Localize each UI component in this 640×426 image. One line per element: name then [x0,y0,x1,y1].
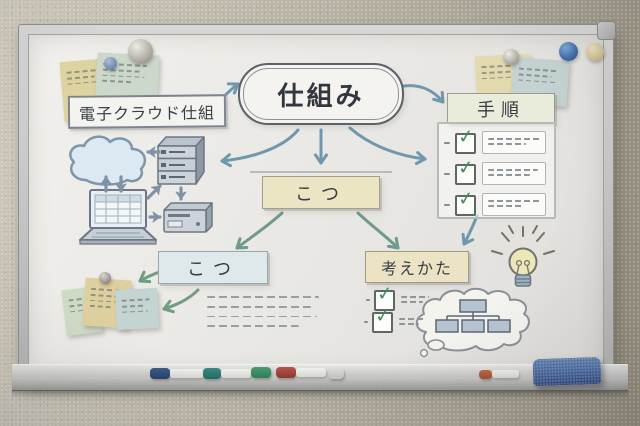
checklist-item: ✓ [443,125,553,156]
node-tip-lower-label: こつ [187,258,239,280]
scribble-text [399,293,429,303]
frame-corner-cap [597,21,616,40]
scribble-text [482,193,546,216]
node-cloud-system: 電子クラウド仕組 [67,94,227,129]
node-procedure: 手順 [447,93,555,124]
marker [203,368,221,379]
checklist-item: ✓ [443,187,553,218]
node-thinking: 考えかた [365,251,469,283]
thinking-check-item: ✓ [364,304,454,335]
bullet-dash [364,321,368,324]
scribble-text [397,315,427,325]
marker-body [170,369,204,378]
bullet-dash [444,142,450,145]
bullet-dash [444,204,450,207]
magnet [559,42,578,61]
scribble-text [482,162,546,185]
magnet [128,39,153,64]
magnet [104,57,117,70]
thinking-check-item: ✓ [366,282,456,313]
checkmark: ✓ [375,282,395,306]
magnet [503,49,519,65]
node-cloud-system-label: 電子クラウド仕組 [78,102,216,124]
tray-shadow [12,390,628,398]
eraser [532,356,602,387]
checklist-item: ✓ [443,156,553,187]
checkmark: ✓ [373,304,393,328]
node-tip-center: こつ [262,176,380,209]
marker [328,368,344,379]
marker-body [492,370,519,378]
checkbox-checked-icon: ✓ [372,304,393,333]
node-tip-lower: こつ [158,251,268,284]
scribble-text [482,131,546,154]
bullet-dash [444,173,450,176]
checkbox-checked-icon: ✓ [374,282,395,311]
bullet-dash [366,299,370,302]
node-center-topic: 仕組み [238,63,404,125]
checkbox-checked-icon: ✓ [455,156,476,185]
marker [276,367,296,378]
node-center-topic-label: 仕組み [243,68,399,120]
checkbox-checked-icon: ✓ [455,187,476,216]
scribble-paragraph [205,288,321,328]
checkmark: ✓ [456,187,476,211]
node-thinking-label: 考えかた [380,259,453,278]
procedure-checklist: ✓ ✓ ✓ [437,122,556,219]
marker-body [221,369,251,378]
sticky-note [114,287,160,331]
magnet [586,43,604,61]
marker-body [296,368,326,377]
pen-tray-lip [12,377,628,391]
node-tip-center-label: こつ [295,183,347,205]
marker [479,370,492,379]
marker [251,367,271,378]
checkmark: ✓ [456,156,476,180]
checkbox-checked-icon: ✓ [455,125,476,154]
push-pin [99,272,111,284]
node-procedure-label: 手順 [477,99,525,121]
marker [150,368,170,379]
checkmark: ✓ [456,125,476,149]
